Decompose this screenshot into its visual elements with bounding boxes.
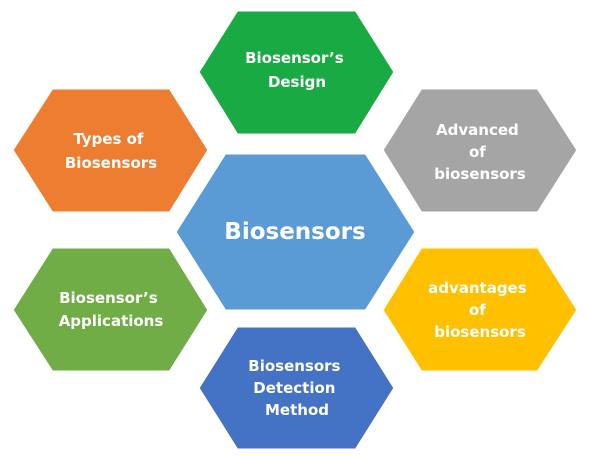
hex-center-shape [173, 151, 418, 313]
hex-design-line: Design [268, 73, 326, 91]
hex-applications: Biosensor’s Applications [10, 245, 211, 374]
hex-types: Types of Biosensors [10, 86, 211, 215]
hex-center-label: Biosensors [224, 219, 365, 245]
hex-advanced-shape [380, 86, 580, 215]
hex-advantages-line: biosensors [434, 323, 526, 341]
hex-applications-line: Biosensor’s [59, 289, 158, 307]
hex-center-biosensors: Biosensors [173, 151, 418, 313]
hex-advanced-label: Advanced of biosensors [434, 121, 526, 183]
hex-center-line: Biosensors [224, 219, 365, 245]
hex-advantages-shape [380, 245, 580, 374]
hex-types-line: Biosensors [65, 154, 157, 172]
hex-applications-line: Applications [59, 312, 164, 330]
hex-detection-line: Method [265, 401, 329, 419]
hex-applications-shape [10, 245, 211, 374]
hex-design: Biosensor’s Design [196, 8, 397, 137]
hex-detection: Biosensors Detection Method [196, 324, 397, 452]
hex-applications-label: Biosensor’s Applications [59, 289, 164, 330]
hex-advantages-label: advantages of biosensors [428, 279, 532, 341]
hex-advantages-line: advantages [428, 279, 527, 297]
hex-advanced-line: biosensors [434, 165, 526, 183]
hex-advantages-line: of [469, 301, 486, 319]
hex-advanced-line: of [469, 143, 486, 161]
hex-detection-line: Biosensors [248, 357, 340, 375]
hex-advanced-line: Advanced [436, 121, 519, 139]
hex-detection-shape [196, 324, 397, 452]
hex-detection-label: Biosensors Detection Method [248, 357, 345, 419]
hex-types-line: Types of [73, 130, 144, 148]
hex-advanced: Advanced of biosensors [380, 86, 580, 215]
hex-types-shape [10, 86, 211, 215]
hex-design-label: Biosensor’s Design [245, 49, 349, 91]
hex-advantages: advantages of biosensors [380, 245, 580, 374]
hex-detection-line: Detection [253, 379, 335, 397]
hex-types-label: Types of Biosensors [65, 130, 157, 172]
hex-design-line: Biosensor’s [245, 49, 344, 67]
hex-design-shape [196, 8, 397, 137]
